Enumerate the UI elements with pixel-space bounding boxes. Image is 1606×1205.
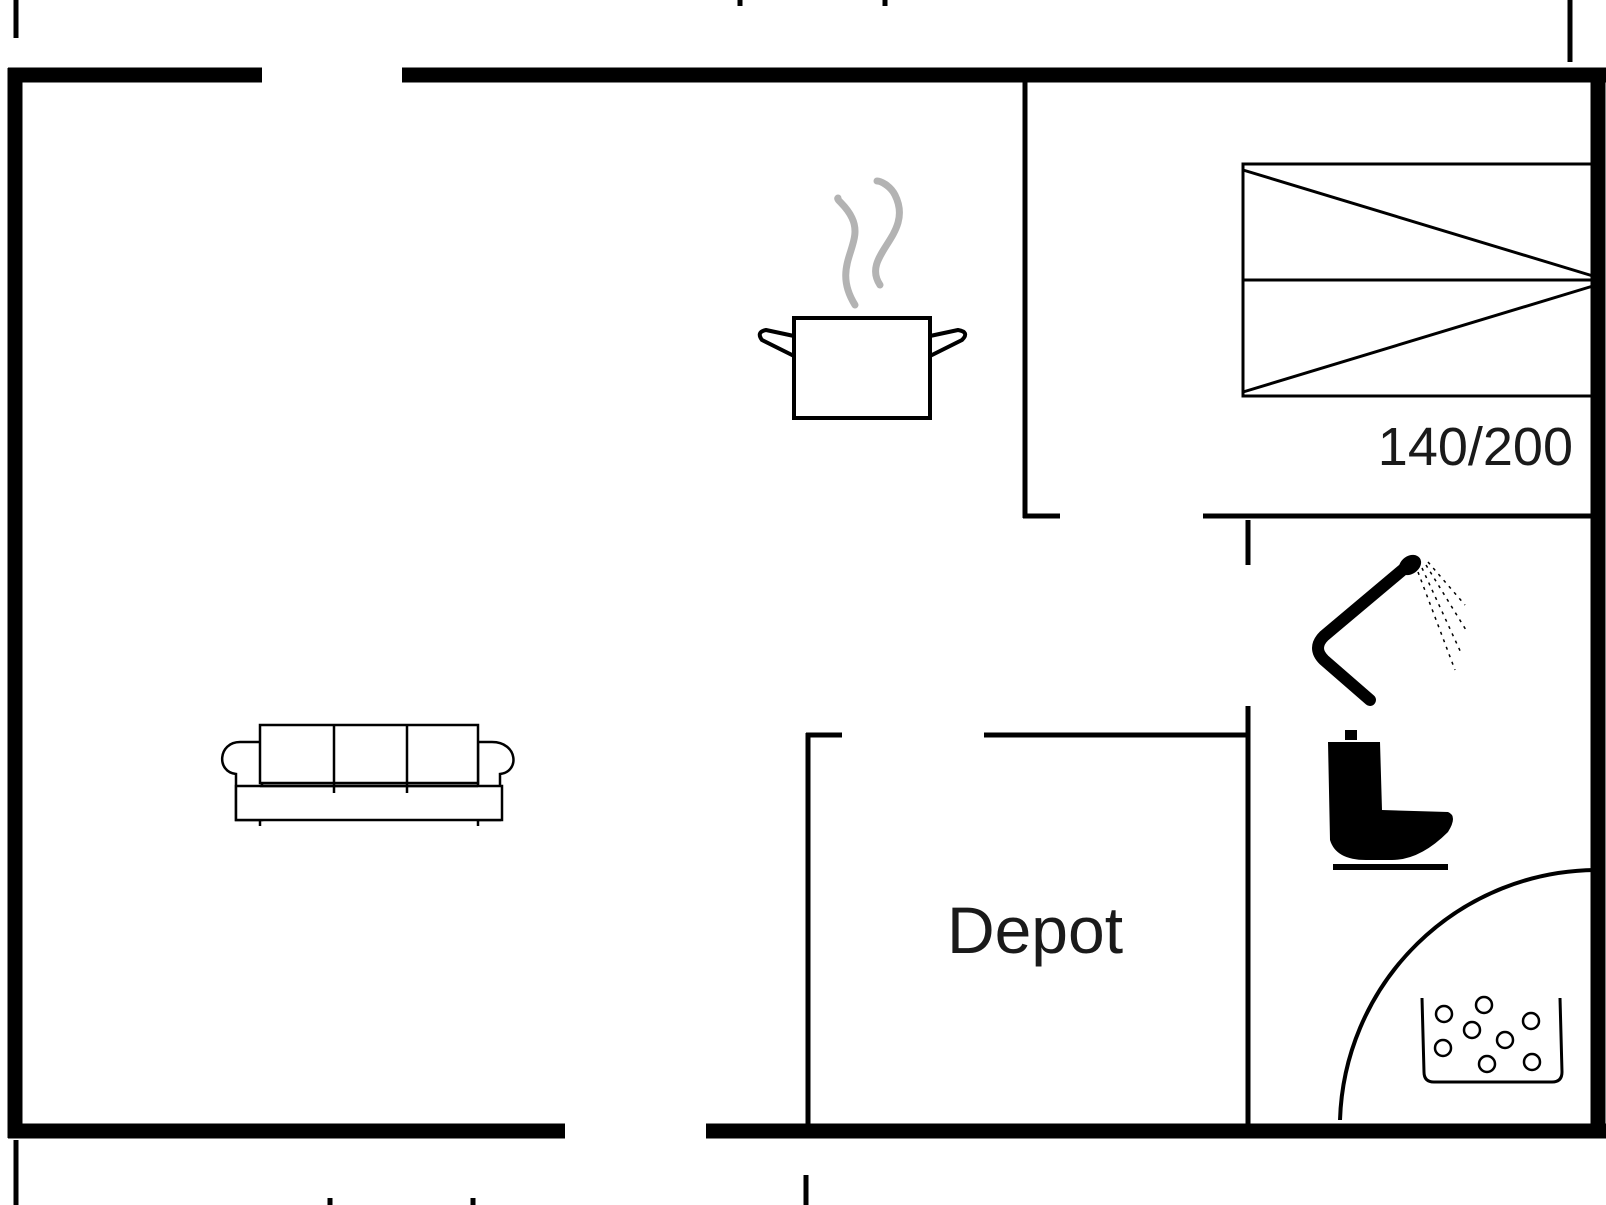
bed-diagonal-1	[1242, 168, 1594, 278]
pot-handle-right	[929, 328, 968, 358]
bubble-5	[1495, 1030, 1515, 1050]
sofa-base	[234, 784, 504, 822]
double-bed-icon	[1241, 162, 1595, 398]
sofa-back	[258, 723, 480, 785]
toilet-body	[1328, 742, 1453, 860]
hot-tub-icon	[1420, 995, 1564, 1084]
toilet-icon	[1328, 730, 1453, 870]
bubble-7	[1477, 1054, 1497, 1074]
pot-body	[792, 316, 932, 420]
toilet-base	[1333, 864, 1448, 870]
toilet-lid-knob	[1345, 730, 1357, 740]
interior-walls	[805, 80, 1594, 1126]
exterior-walls	[7, 67, 1606, 1139]
bed-size-label: 140/200	[1378, 417, 1573, 477]
bubble-3	[1521, 1011, 1541, 1031]
exterior-fragments	[13, 0, 1573, 1205]
bubble-4	[1462, 1020, 1482, 1040]
shower-head	[1398, 554, 1422, 576]
pot-handle-left	[757, 328, 795, 358]
steam-swirl-left	[834, 194, 859, 309]
shower-spray	[1417, 561, 1467, 671]
bubble-8	[1522, 1052, 1542, 1072]
door-swing-arc	[1338, 868, 1596, 1121]
shower-icon	[1312, 554, 1467, 706]
cooking-pot-icon	[757, 177, 968, 420]
depot-label: Depot	[947, 893, 1123, 967]
bubble-1	[1474, 995, 1494, 1015]
steam-swirl-right	[872, 177, 903, 289]
shower-head-arm	[1312, 556, 1418, 706]
sofa-icon	[220, 723, 515, 826]
bubble-6	[1433, 1038, 1453, 1058]
hot-tub-basin	[1420, 997, 1564, 1084]
bed-diagonal-2	[1242, 284, 1594, 394]
bubble-2	[1434, 1004, 1454, 1024]
